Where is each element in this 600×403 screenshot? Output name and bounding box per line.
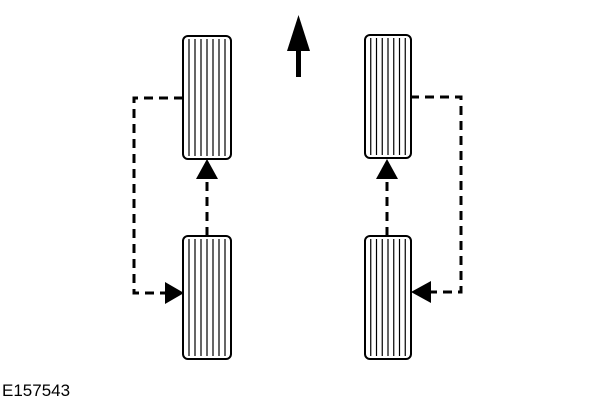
arrowhead-into-right-front (376, 159, 398, 179)
arrowhead-into-left-rear (165, 282, 184, 304)
path-left-front-to-left-rear (132, 96, 184, 304)
forward-direction-arrow (287, 15, 310, 77)
path-left-rear-to-left-front (196, 159, 218, 236)
arrowhead-into-left-front (196, 159, 218, 179)
path-right-front-to-right-rear (410, 95, 463, 303)
tire-right-front (364, 34, 412, 159)
tire-left-front (182, 35, 232, 160)
tire-right-rear (364, 235, 412, 360)
arrowhead-into-right-rear (411, 281, 431, 303)
figure-code: E157543 (2, 381, 71, 400)
path-right-rear-to-right-front (376, 159, 398, 236)
tire-left-rear (182, 235, 232, 360)
